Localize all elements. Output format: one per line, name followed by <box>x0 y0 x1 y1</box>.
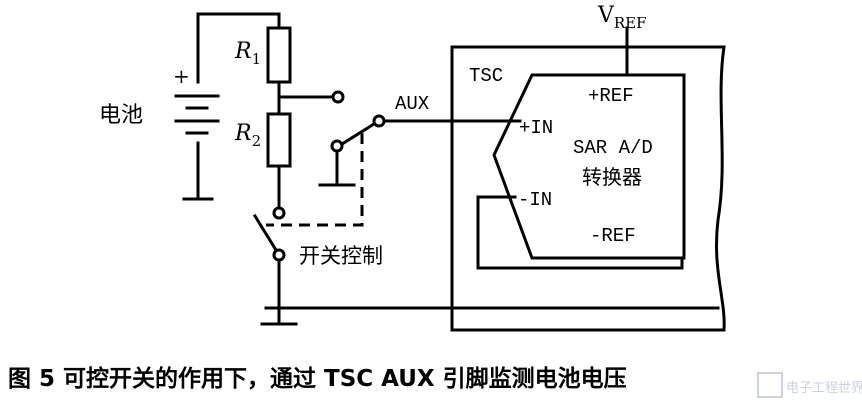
plus-in-pin-label: +IN <box>519 117 553 139</box>
adc-block <box>492 73 686 260</box>
vref-label: VREF <box>597 3 647 32</box>
tsc-chip-outline <box>450 45 726 332</box>
minus-ref-pin-label: -REF <box>590 225 636 247</box>
resistor-r2 <box>266 112 292 168</box>
switch-control-label: 开关控制 <box>299 244 383 268</box>
switch-blade <box>339 121 377 147</box>
adc-title: SAR A/D <box>573 137 653 159</box>
watermark-logo: 电子工程世界 <box>757 372 862 398</box>
top-wire <box>196 12 281 84</box>
tsc-label: TSC <box>469 65 503 87</box>
switch-common-terminal <box>372 114 386 128</box>
plus-ref-pin-label: +REF <box>588 85 634 107</box>
r1-label: R1 <box>234 39 261 68</box>
r2-label: R2 <box>234 121 261 150</box>
control-linkage-dashed <box>266 133 364 227</box>
watermark-text: 电子工程世界 <box>786 381 862 396</box>
figure-caption: 图 5 可控开关的作用下，通过 TSC AUX 引脚监测电池电压 <box>8 365 627 392</box>
minus-in-loop-wire <box>476 195 684 270</box>
battery-label: 电池 <box>99 103 143 128</box>
aux-label: AUX <box>395 93 430 115</box>
disconnect-switch-top-terminal <box>272 206 286 220</box>
switch-terminal-divider <box>331 90 345 104</box>
minus-in-pin-label: -IN <box>518 189 552 211</box>
battery-plus-label: + <box>173 64 190 88</box>
disconnect-switch-blade <box>252 213 279 253</box>
resistor-r1 <box>266 26 292 84</box>
adc-subtitle: 转换器 <box>582 165 642 189</box>
